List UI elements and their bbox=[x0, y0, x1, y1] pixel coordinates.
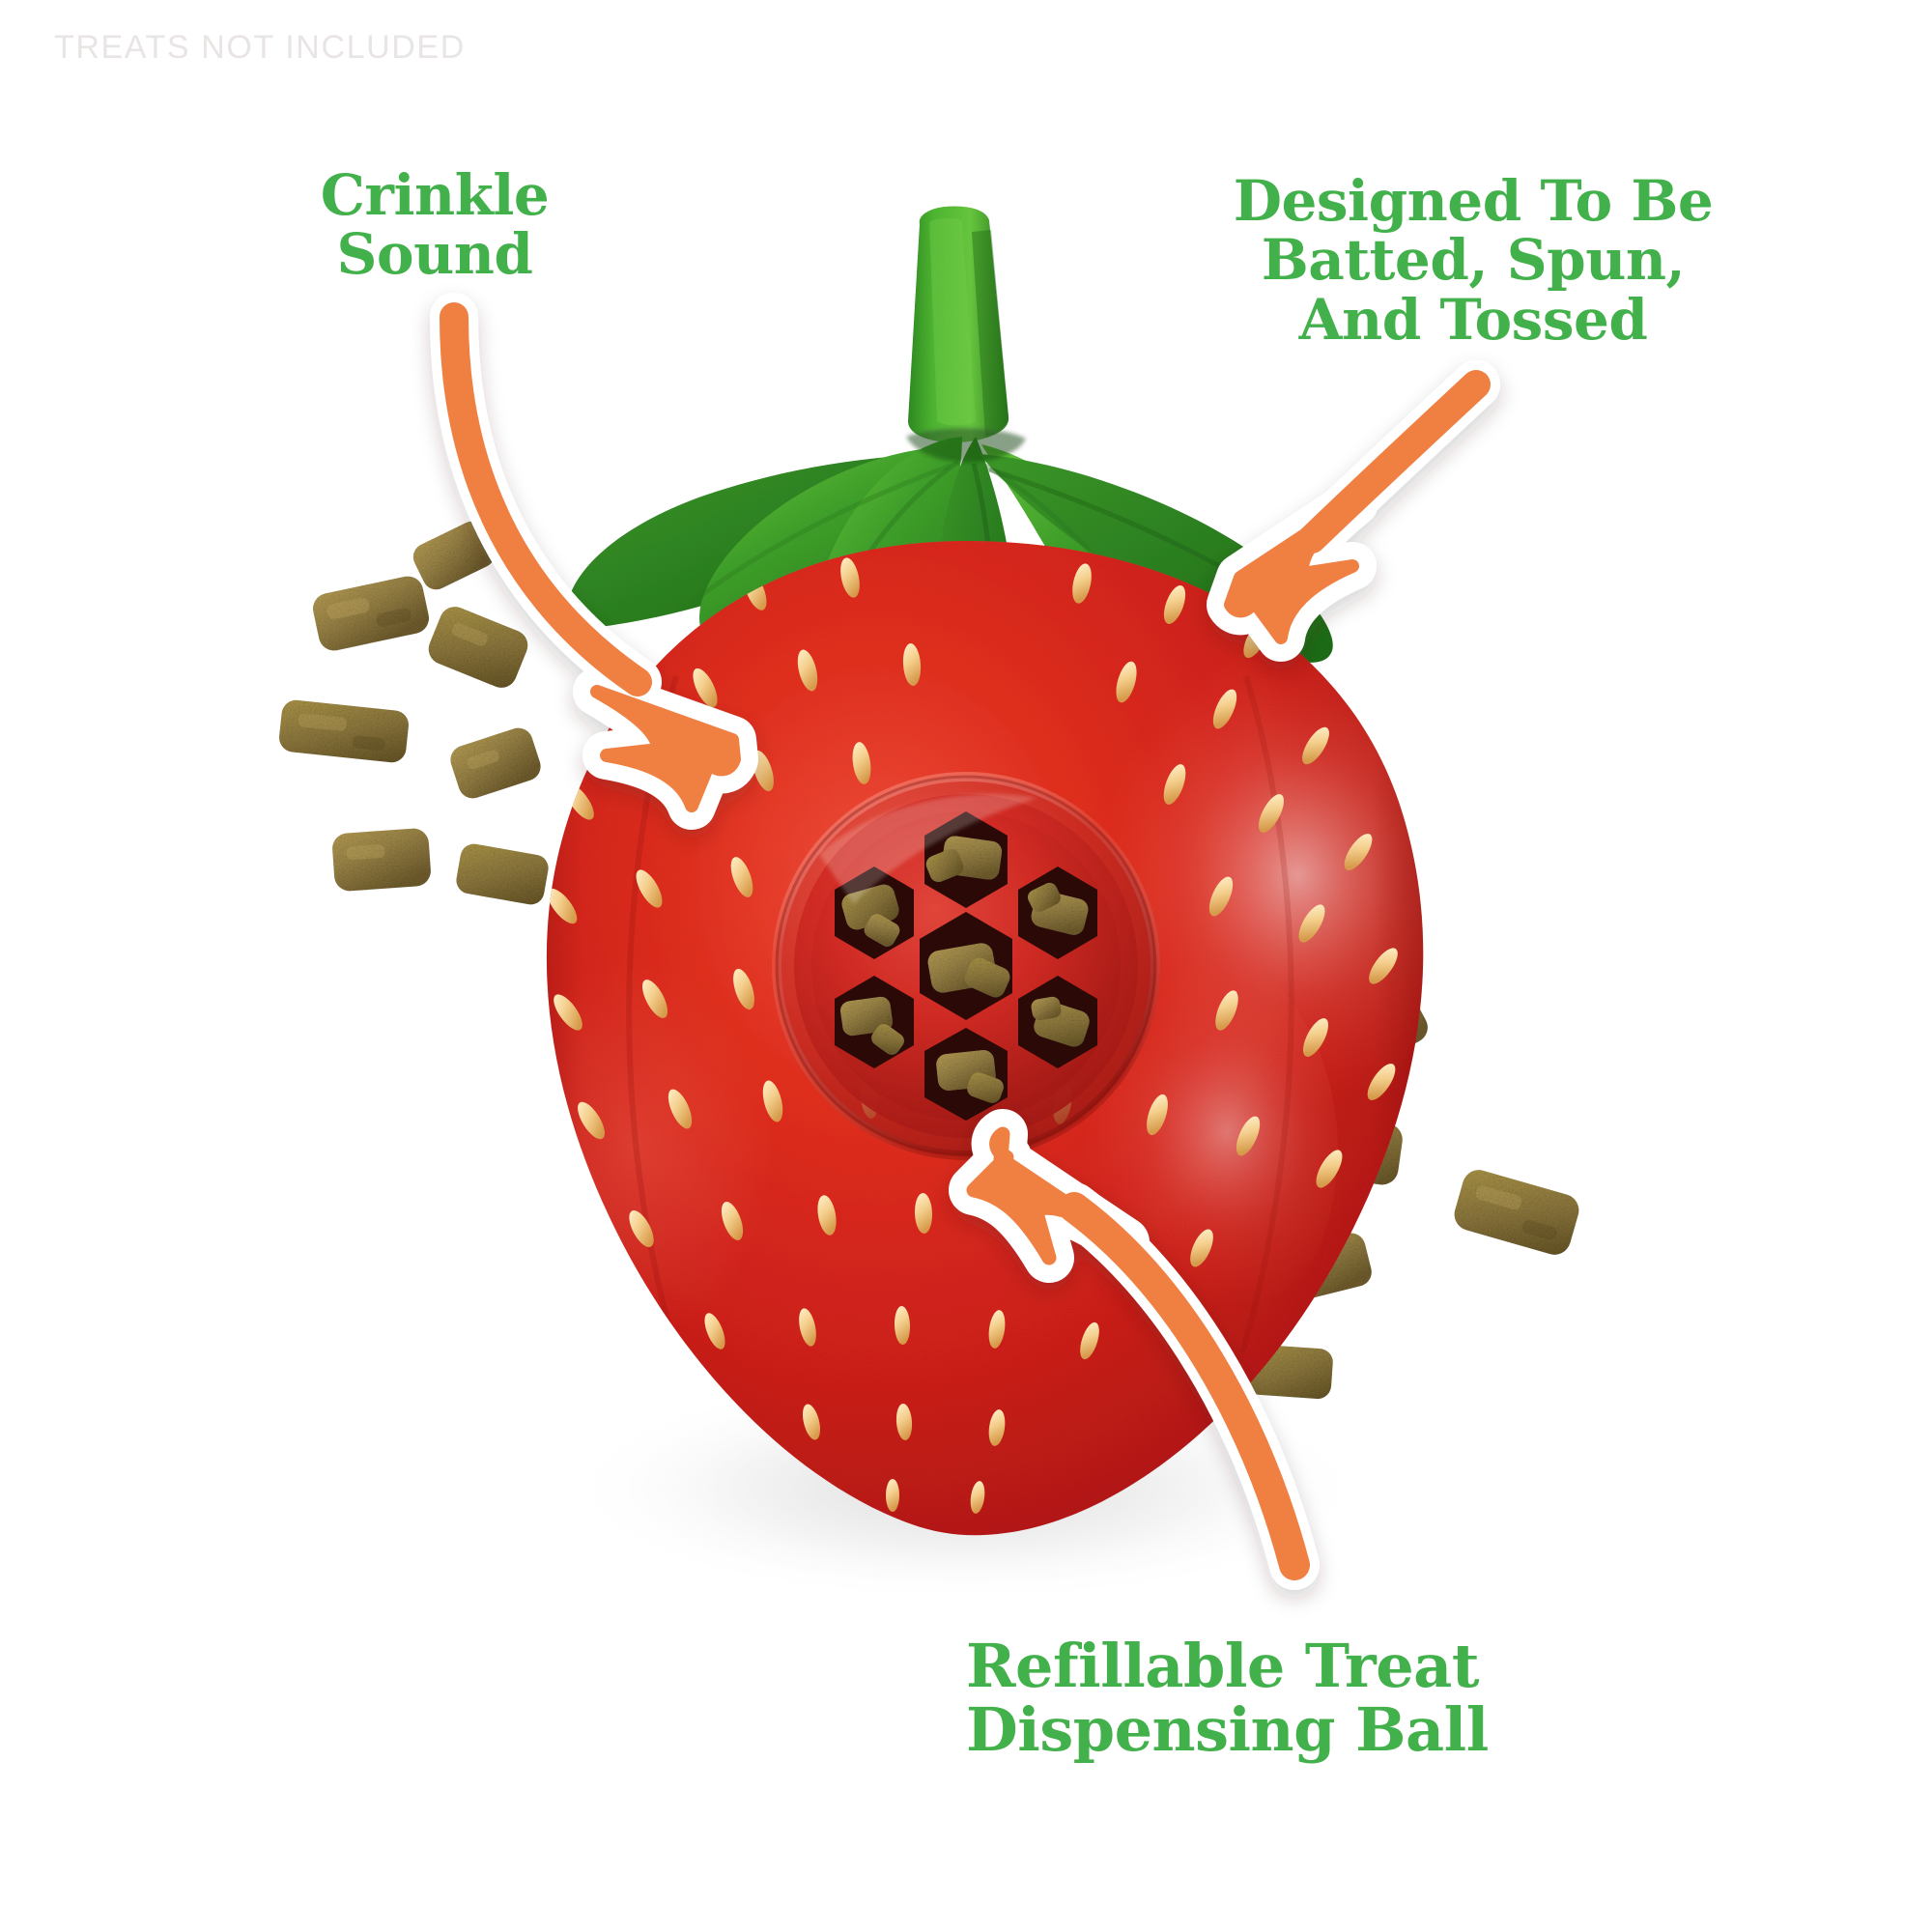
callout-label-designed-to-be-batted-spun-and-tossed: Designed To Be Batted, Spun, And Tossed bbox=[1233, 168, 1714, 353]
product-part-stem bbox=[908, 206, 1009, 442]
arrow-crinkle bbox=[430, 293, 758, 830]
arrow-refill bbox=[949, 1109, 1320, 1590]
product-part-body bbox=[546, 541, 1424, 1536]
callout-label-crinkle-sound: Crinkle Sound bbox=[320, 162, 550, 288]
arrow-batted bbox=[1207, 360, 1500, 662]
callout-label-refillable-treat-dispensing-ball: Refillable Treat Dispensing Ball bbox=[966, 1631, 1489, 1765]
treats-not-included-disclaimer: TREATS NOT INCLUDED bbox=[54, 29, 466, 66]
dispenser-openings bbox=[835, 811, 1097, 1121]
kibble-cluster-left bbox=[279, 521, 549, 905]
product-part-treat-dispensing-ball bbox=[772, 772, 1160, 1160]
